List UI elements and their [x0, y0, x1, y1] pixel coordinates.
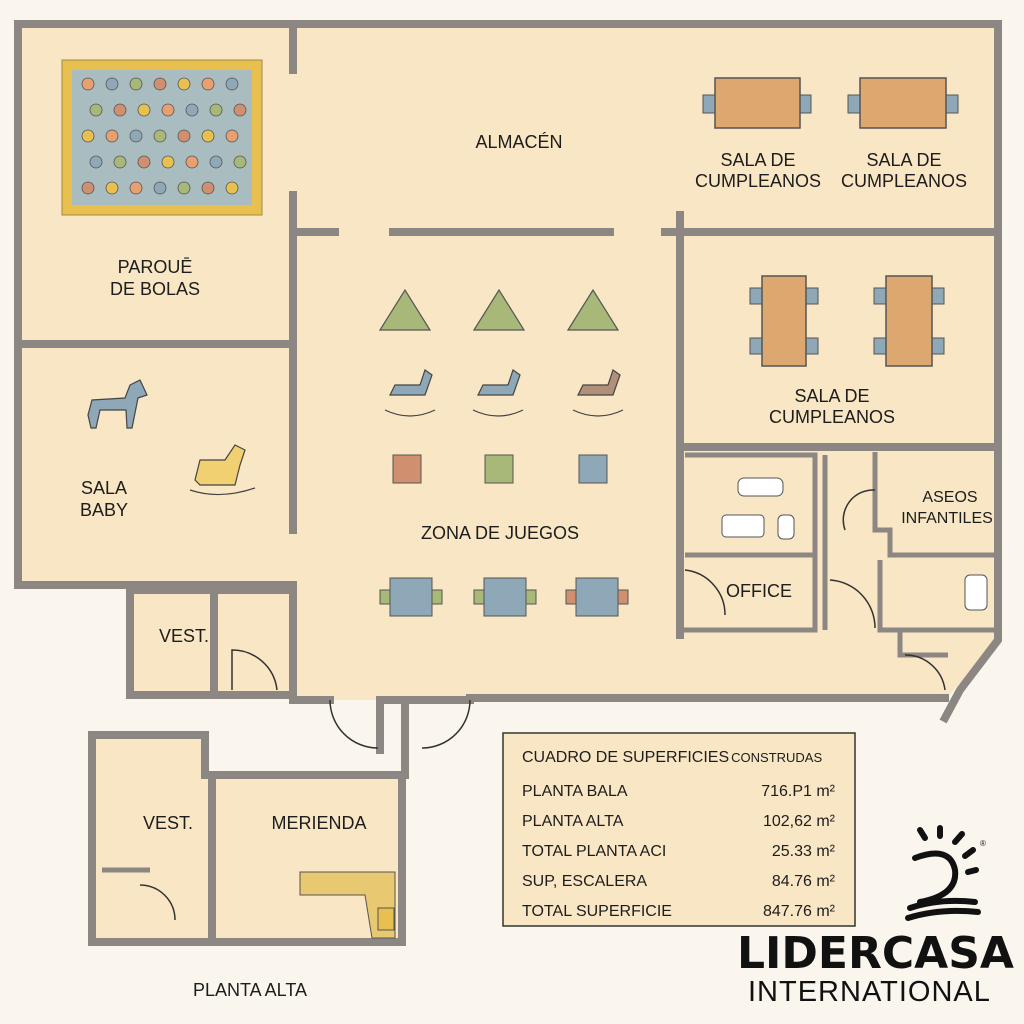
logo-registered: ® — [980, 839, 986, 848]
room-labels: ALMACÉN SALA DE CUMPLEANOS SALA DE CUMPL… — [80, 132, 993, 1000]
table-row-label: SUP, ESCALERA — [522, 873, 647, 890]
upper-floor — [92, 735, 402, 945]
ball — [185, 103, 199, 117]
ball — [129, 129, 143, 143]
birthday-table — [749, 275, 819, 367]
ball — [161, 155, 175, 169]
room-sala-baby-line2: BABY — [80, 500, 128, 520]
ball — [209, 103, 223, 117]
ball — [209, 155, 223, 169]
birthday-table — [873, 275, 945, 367]
room-vest-ground: VEST. — [159, 626, 209, 646]
horse-icon — [87, 379, 148, 429]
room-sala-cumple-2: SALA DE — [866, 150, 941, 170]
ball — [137, 103, 151, 117]
ball — [185, 155, 199, 169]
room-sala-cumple-3: SALA DE — [794, 386, 869, 406]
table-row-label: PLANTA BALA — [522, 783, 628, 800]
table-row-value: 847.76 m² — [763, 903, 836, 920]
table-row-value: 25.33 m² — [772, 843, 836, 860]
room-sala-cumple-3-line2: CUMPLEANOS — [769, 407, 895, 427]
ball — [233, 103, 247, 117]
ball — [201, 181, 215, 195]
room-parque: PAROUĒ — [118, 257, 193, 277]
ball — [177, 181, 191, 195]
ball — [105, 77, 119, 91]
birthday-table — [847, 77, 959, 129]
ball — [225, 181, 239, 195]
cones — [378, 288, 620, 331]
table-row-value: 84.76 m² — [772, 873, 836, 890]
ball — [81, 181, 95, 195]
ball — [225, 77, 239, 91]
table-row-label: TOTAL PLANTA ACI — [522, 843, 666, 860]
ball — [153, 129, 167, 143]
table-title-main: CUADRO DE SUPERFICIES — [522, 749, 729, 766]
room-parque-line2: DE BOLAS — [110, 279, 200, 299]
room-sala-cumple-1: SALA DE — [720, 150, 795, 170]
ball-pit — [61, 59, 263, 216]
room-aseos: ASEOS — [922, 489, 977, 506]
ball — [89, 103, 103, 117]
ball — [177, 77, 191, 91]
surface-table-box — [502, 732, 856, 927]
ball — [81, 129, 95, 143]
ball — [153, 77, 167, 91]
ball — [129, 181, 143, 195]
ball — [153, 181, 167, 195]
room-sala-cumple-2-line2: CUMPLEANOS — [841, 171, 967, 191]
ball — [129, 77, 143, 91]
table-row-label: PLANTA ALTA — [522, 813, 624, 830]
room-sala-baby: SALA — [81, 478, 127, 498]
rocking-horse-icon — [189, 444, 256, 496]
play-tables — [379, 577, 629, 617]
room-aseos-line2: INFANTILES — [901, 510, 993, 527]
room-sala-cumple-1-line2: CUMPLEANOS — [695, 171, 821, 191]
rocking-horses — [87, 369, 624, 496]
upper-walls — [88, 731, 406, 946]
ball — [81, 77, 95, 91]
room-zona-juegos: ZONA DE JUEGOS — [421, 523, 579, 543]
lidercasa-logo: ® LIDERCASA INTERNATIONAL — [737, 825, 1014, 1008]
table-row-value: 716.P1 m² — [761, 783, 835, 800]
ball — [105, 129, 119, 143]
ball — [177, 129, 191, 143]
ball — [105, 181, 119, 195]
room-almacen: ALMACÉN — [475, 132, 562, 152]
ball — [113, 155, 127, 169]
birthday-table — [702, 77, 812, 129]
table-title-suffix: CONSTRUDAS — [731, 750, 822, 765]
ball — [201, 77, 215, 91]
room-merienda: MERIENDA — [271, 813, 366, 833]
play-chairs — [392, 454, 608, 484]
sun-logo-icon — [905, 825, 981, 921]
ball — [233, 155, 247, 169]
planta-alta-label: PLANTA ALTA — [193, 980, 307, 1000]
doors — [139, 489, 946, 921]
table-row-label: TOTAL SUPERFICIE — [522, 903, 672, 920]
office-fixtures — [721, 477, 988, 611]
ball — [161, 103, 175, 117]
ball — [89, 155, 103, 169]
ball — [137, 155, 151, 169]
room-vest-upper: VEST. — [143, 813, 193, 833]
room-office: OFFICE — [726, 581, 792, 601]
table-row-value: 102,62 m² — [763, 813, 836, 830]
ball — [225, 129, 239, 143]
logo-name: LIDERCASA — [737, 928, 1014, 979]
logo-sub: INTERNATIONAL — [748, 976, 991, 1008]
merienda-counter — [299, 871, 396, 939]
walls — [14, 20, 1002, 779]
ball — [113, 103, 127, 117]
ball — [201, 129, 215, 143]
